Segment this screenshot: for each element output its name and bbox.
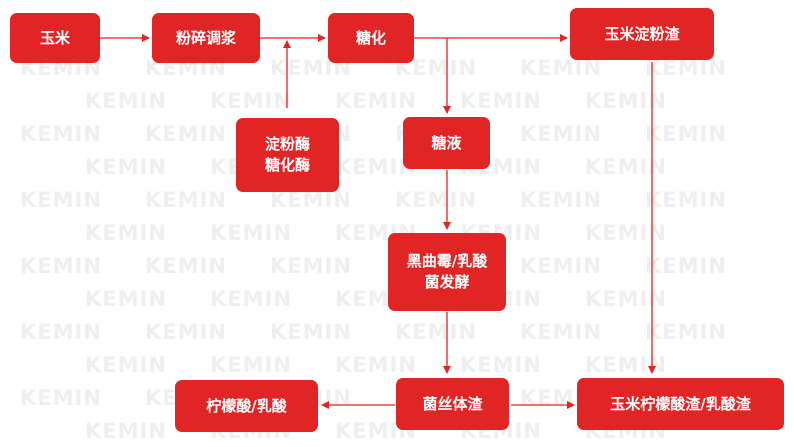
node-sugar-liquid: 糖液 xyxy=(403,117,490,169)
node-saccharification: 糖化 xyxy=(328,13,414,63)
node-enzymes-line2: 糖化酶 xyxy=(264,156,310,174)
node-sugar-liquid-label: 糖液 xyxy=(431,133,462,152)
node-corn-label: 玉米 xyxy=(39,28,70,47)
node-enzymes-line1: 淀粉酶 xyxy=(264,135,310,153)
node-mycelium-residue-label: 菌丝体渣 xyxy=(422,394,483,413)
node-corn: 玉米 xyxy=(10,13,100,63)
node-enzymes: 淀粉酶 糖化酶 xyxy=(236,118,339,192)
node-corn-starch-residue: 玉米淀粉渣 xyxy=(570,8,714,60)
node-fermentation: 黑曲霉/乳酸 菌发酵 xyxy=(388,233,506,311)
node-corn-starch-residue-label: 玉米淀粉渣 xyxy=(604,24,680,43)
node-fermentation-line2: 菌发酵 xyxy=(424,273,470,291)
node-citric-lactic-acid: 柠檬酸/乳酸 xyxy=(175,380,318,432)
node-saccharification-label: 糖化 xyxy=(355,28,386,47)
node-citric-lactic-acid-label: 柠檬酸/乳酸 xyxy=(206,396,287,415)
node-mycelium-residue: 菌丝体渣 xyxy=(396,378,509,430)
node-grinding: 粉碎调浆 xyxy=(152,13,260,63)
node-fermentation-line1: 黑曲霉/乳酸 xyxy=(406,252,488,270)
node-corn-citric-lactic-residue: 玉米柠檬酸渣/乳酸渣 xyxy=(577,378,784,430)
node-corn-citric-lactic-residue-label: 玉米柠檬酸渣/乳酸渣 xyxy=(610,394,751,413)
node-grinding-label: 粉碎调浆 xyxy=(175,28,236,47)
